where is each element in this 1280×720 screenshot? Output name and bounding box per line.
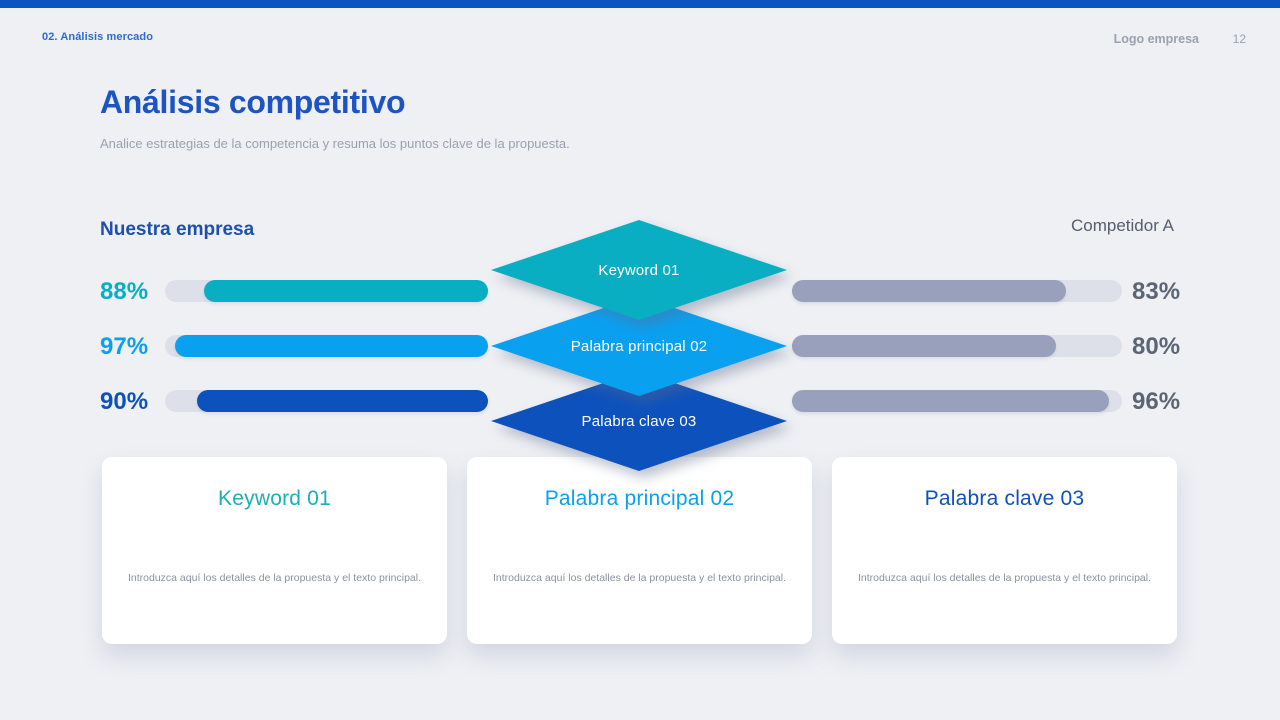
left-progress-fill [197, 390, 488, 412]
left-progress-fill [203, 280, 488, 302]
detail-card-1: Keyword 01 Introduzca aquí los detalles … [102, 457, 447, 644]
left-progress-fill [174, 335, 488, 357]
card-body-text: Introduzca aquí los detalles de la propu… [857, 572, 1151, 584]
accent-top-bar [0, 0, 1280, 8]
card-body-text: Introduzca aquí los detalles de la propu… [127, 572, 421, 584]
right-progress-fill [792, 335, 1056, 357]
detail-card-2: Palabra principal 02 Introduzca aquí los… [467, 457, 812, 644]
left-progress-track [165, 335, 488, 357]
left-percent-label: 97% [100, 333, 149, 360]
card-title: Keyword 01 [218, 487, 331, 510]
diamond-label: Palabra clave 03 [581, 412, 697, 430]
left-percent-label: 90% [100, 388, 149, 415]
diamond-label: Palabra principal 02 [570, 337, 708, 355]
right-percent-label: 96% [1132, 388, 1181, 415]
page-number: 12 [1232, 32, 1246, 46]
card-title: Palabra clave 03 [924, 487, 1085, 510]
detail-card-3: Palabra clave 03 Introduzca aquí los det… [832, 457, 1177, 644]
logo-placeholder: Logo empresa [1113, 32, 1199, 46]
keyword-diamond-1: Keyword 01 [491, 220, 787, 320]
right-progress-track [792, 390, 1122, 412]
diamond-label: Keyword 01 [598, 261, 680, 279]
right-column-label: Competidor A [1071, 216, 1174, 235]
breadcrumb: 02. Análisis mercado [42, 31, 154, 43]
card-title: Palabra principal 02 [544, 487, 735, 510]
page-title: Análisis competitivo [100, 84, 406, 120]
right-progress-track [792, 280, 1122, 302]
card-body-text: Introduzca aquí los detalles de la propu… [492, 572, 786, 584]
page-subtitle: Analice estrategias de la competencia y … [100, 136, 570, 151]
left-progress-track [165, 280, 488, 302]
right-percent-label: 80% [1132, 333, 1181, 360]
diamond-shape: Keyword 01 [491, 220, 787, 320]
left-progress-track [165, 390, 488, 412]
left-percent-label: 88% [100, 278, 149, 305]
right-percent-label: 83% [1132, 278, 1181, 305]
right-progress-fill [792, 280, 1066, 302]
right-progress-fill [792, 390, 1109, 412]
right-progress-track [792, 335, 1122, 357]
left-column-label: Nuestra empresa [100, 219, 255, 240]
